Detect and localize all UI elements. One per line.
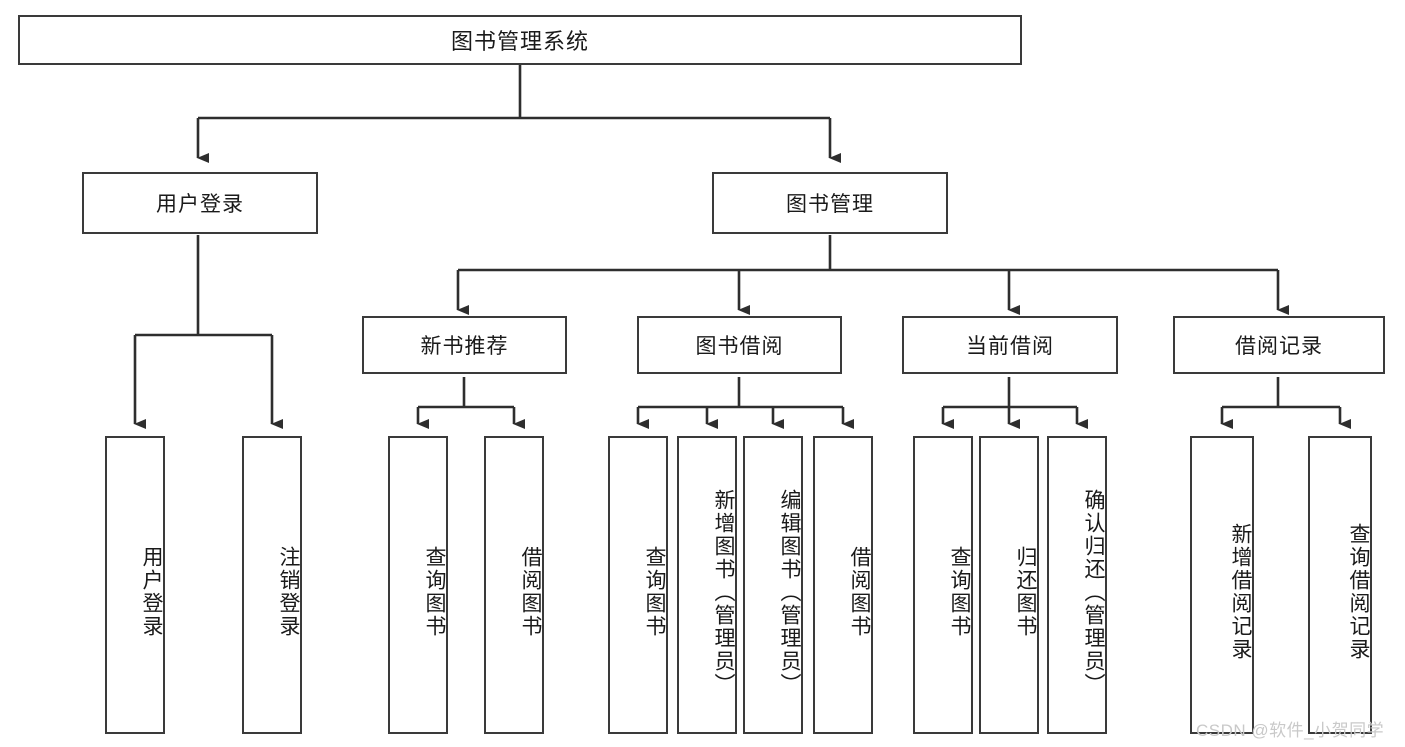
node-book-borrow[interactable]: 图书借阅: [637, 316, 842, 374]
leaf-user-login[interactable]: 用户登录: [105, 436, 165, 734]
leaf-query-book-current[interactable]: 查询图书: [913, 436, 973, 734]
node-user-login[interactable]: 用户登录: [82, 172, 318, 234]
node-new-book-recommend[interactable]: 新书推荐: [362, 316, 567, 374]
leaf-borrow-book-recommend[interactable]: 借阅图书: [484, 436, 544, 734]
leaf-add-borrow-record[interactable]: 新增借阅记录: [1190, 436, 1254, 734]
leaf-query-book-borrow[interactable]: 查询图书: [608, 436, 668, 734]
leaf-borrow-book[interactable]: 借阅图书: [813, 436, 873, 734]
leaf-edit-book-admin[interactable]: 编辑图书（管理员）: [743, 436, 803, 734]
watermark-text: CSDN @软件_小贺同学: [1196, 721, 1385, 740]
leaf-return-book[interactable]: 归还图书: [979, 436, 1039, 734]
leaf-logout[interactable]: 注销登录: [242, 436, 302, 734]
leaf-query-borrow-record[interactable]: 查询借阅记录: [1308, 436, 1372, 734]
node-current-borrow[interactable]: 当前借阅: [902, 316, 1118, 374]
leaf-query-book-recommend[interactable]: 查询图书: [388, 436, 448, 734]
node-book-management[interactable]: 图书管理: [712, 172, 948, 234]
node-borrow-record[interactable]: 借阅记录: [1173, 316, 1385, 374]
leaf-add-book-admin[interactable]: 新增图书（管理员）: [677, 436, 737, 734]
node-root-title[interactable]: 图书管理系统: [18, 15, 1022, 65]
leaf-confirm-return-admin[interactable]: 确认归还（管理员）: [1047, 436, 1107, 734]
